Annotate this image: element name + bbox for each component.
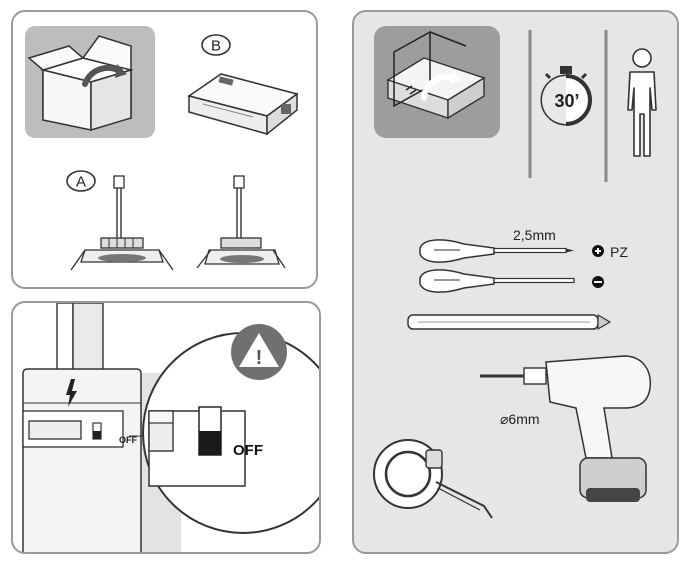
downlight-icon [70,175,174,271]
stopwatch-icon: 30’ [540,66,592,126]
ceiling-cutout-icon [374,26,500,138]
component-a-label: A [66,170,96,192]
power-off-panel: OFF OFF ! [11,301,321,554]
person-icon [627,48,657,157]
stopwatch-time: 30’ [554,91,579,111]
lightning-icon [66,379,77,407]
tools-panel: 30’ 2,5mm PZ [352,10,679,554]
driver-box-icon [187,73,299,136]
switch-large-label: OFF [233,442,263,459]
pencil-icon [407,313,612,331]
cordless-drill-icon: ⌀6mm [480,355,652,502]
screwdriver-flat-icon [419,269,604,293]
tape-measure-icon [373,439,493,519]
screwdriver-pz-size: 2,5mm [513,227,556,243]
downlight-icon-2 [196,175,286,269]
drill-bit-size: ⌀6mm [500,411,540,427]
warning-symbol: ! [256,347,263,369]
warning-icon: ! [231,324,287,380]
open-box-icon [25,26,155,138]
switch-small-label: OFF [119,435,137,445]
component-a-letter: A [76,174,86,191]
zoomed-switch: OFF [142,332,319,534]
screwdriver-pz-type: PZ [610,244,628,260]
component-b-letter: B [211,38,221,55]
screwdriver-pz-icon: 2,5mm PZ [419,227,628,263]
contents-panel: B A [11,10,318,289]
component-b-label: B [201,34,231,56]
